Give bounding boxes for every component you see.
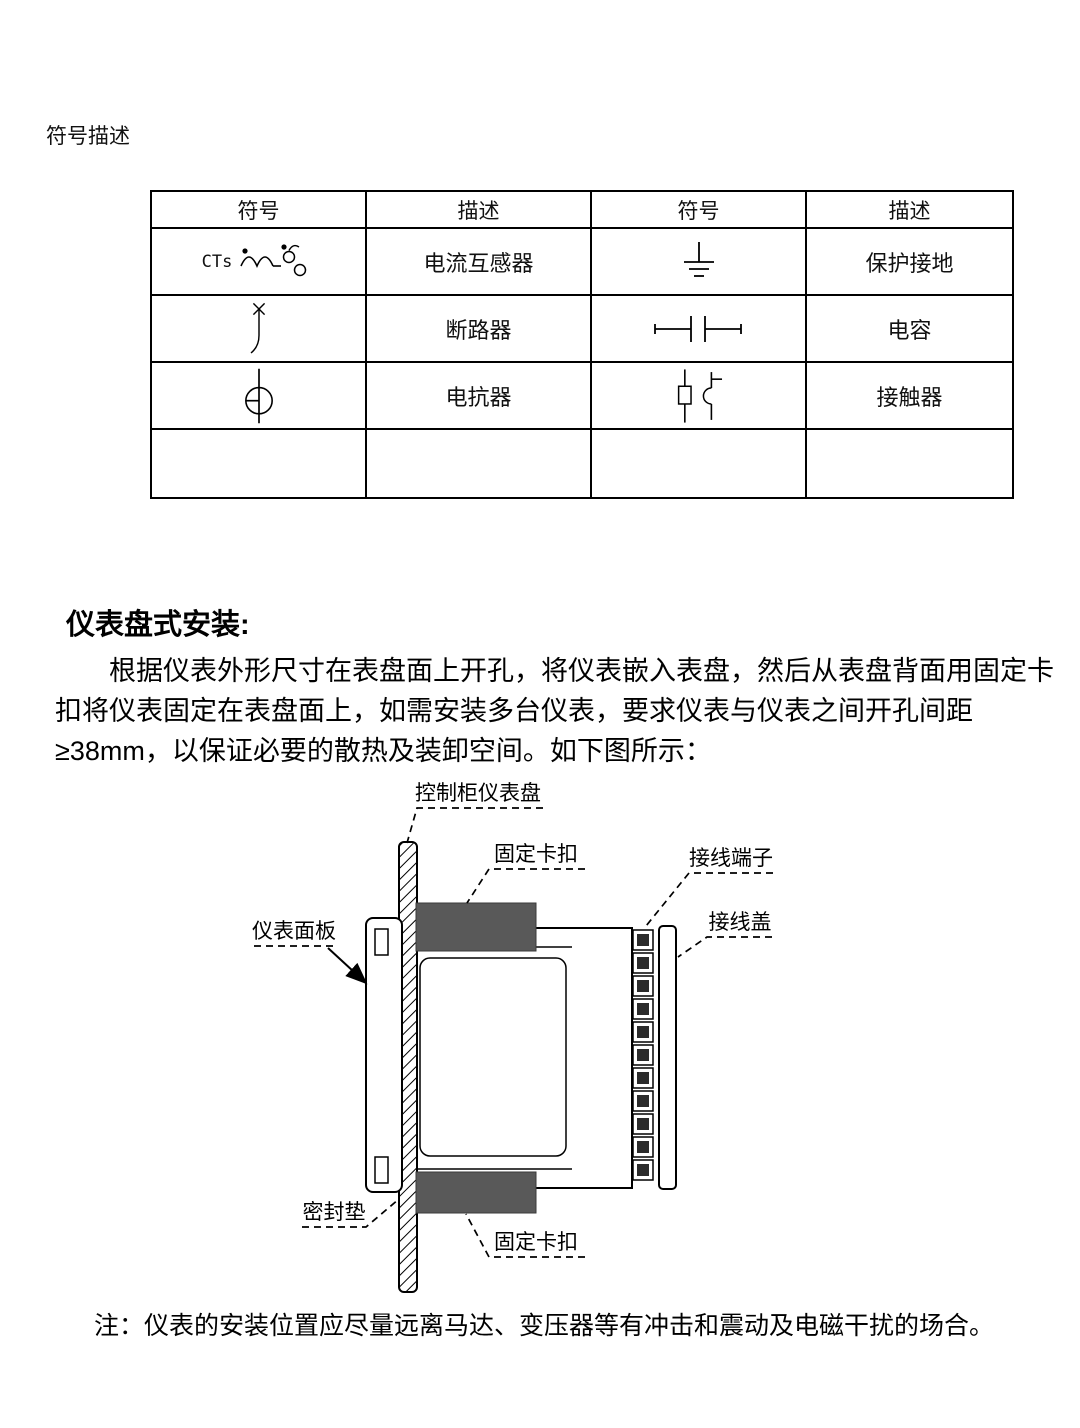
current-transformer-icon	[240, 243, 307, 276]
table-header-row: 符号 描述 符号 描述	[150, 190, 1014, 229]
installation-diagram: 控制柜仪表盘 固定卡扣 接线端子 接线盖 仪表面板 密封垫 固定卡扣	[252, 782, 773, 1293]
meter-faceplate	[365, 917, 403, 1193]
empty-cell	[150, 428, 367, 499]
terminal-label: 接线端子	[689, 847, 773, 870]
meter-inner-case	[419, 957, 567, 1157]
symbol-cell	[590, 227, 807, 296]
symbol-cell: CTs	[150, 227, 367, 296]
faceplate-arrow	[327, 947, 368, 985]
symbol-table: 符号 描述 符号 描述 CTs	[150, 190, 1014, 499]
desc-cell: 电抗器	[365, 361, 592, 430]
terminal-block-inner	[637, 934, 649, 1176]
cover-leader-line	[677, 936, 772, 958]
desc-cell: 断路器	[365, 294, 592, 363]
symbol-section-heading: 符号描述	[46, 124, 130, 148]
desc-cell: 电容	[805, 294, 1014, 363]
gasket-label: 密封垫	[303, 1201, 366, 1224]
table-row: 电抗器 接触器	[150, 361, 1014, 430]
panel-label: 控制柜仪表盘	[415, 782, 541, 805]
table-empty-row	[150, 428, 1014, 499]
clip-bottom-label: 固定卡扣	[494, 1231, 578, 1254]
contactor-icon	[677, 368, 722, 423]
symbol-cell	[150, 361, 367, 430]
faceplate-label: 仪表面板	[252, 920, 336, 943]
install-section-heading: 仪表盘式安装:	[66, 609, 250, 641]
faceplate-slot-bottom	[374, 1156, 389, 1184]
empty-cell	[365, 428, 592, 499]
clip-top-label: 固定卡扣	[494, 843, 578, 866]
installation-note: 注：仪表的安装位置应尽量远离马达、变压器等有冲击和震动及电磁干扰的场合。	[94, 1312, 995, 1340]
clip-bottom-leader-line	[465, 1213, 585, 1258]
circuit-breaker-icon	[250, 302, 265, 354]
empty-cell	[590, 428, 807, 499]
terminal-leader-line	[645, 872, 773, 927]
protective-earth-icon	[683, 241, 714, 277]
faceplate-slot-top	[374, 928, 389, 956]
desc-cell: 保护接地	[805, 227, 1014, 296]
gasket-leader-line	[302, 1198, 400, 1228]
ct-label: CTs	[201, 251, 233, 272]
col-header-desc-2: 描述	[805, 190, 1014, 229]
desc-cell: 接触器	[805, 361, 1014, 430]
empty-cell	[805, 428, 1014, 499]
fixing-clip-top	[415, 902, 537, 952]
clip-top-leader-line	[466, 868, 585, 904]
wiring-cover	[658, 925, 677, 1190]
col-header-symbol-2: 符号	[590, 190, 807, 229]
desc-cell: 电流互感器	[365, 227, 592, 296]
table-row: CTs 电流互感器	[150, 227, 1014, 296]
fixing-clip-bottom	[415, 1171, 537, 1214]
symbol-cell	[590, 361, 807, 430]
symbol-cell	[150, 294, 367, 363]
symbol-cell	[590, 294, 807, 363]
panel-leader-line	[406, 807, 543, 844]
col-header-symbol-1: 符号	[150, 190, 367, 229]
col-header-desc-1: 描述	[365, 190, 592, 229]
reactor-icon	[244, 368, 273, 423]
table-row: 断路器 电容	[150, 294, 1014, 363]
install-paragraph: 根据仪表外形尺寸在表盘面上开孔，将仪表嵌入表盘，然后从表盘背面用固定卡扣将仪表固…	[55, 656, 1054, 766]
capacitor-icon	[653, 315, 742, 342]
cover-label: 接线盖	[709, 911, 772, 934]
